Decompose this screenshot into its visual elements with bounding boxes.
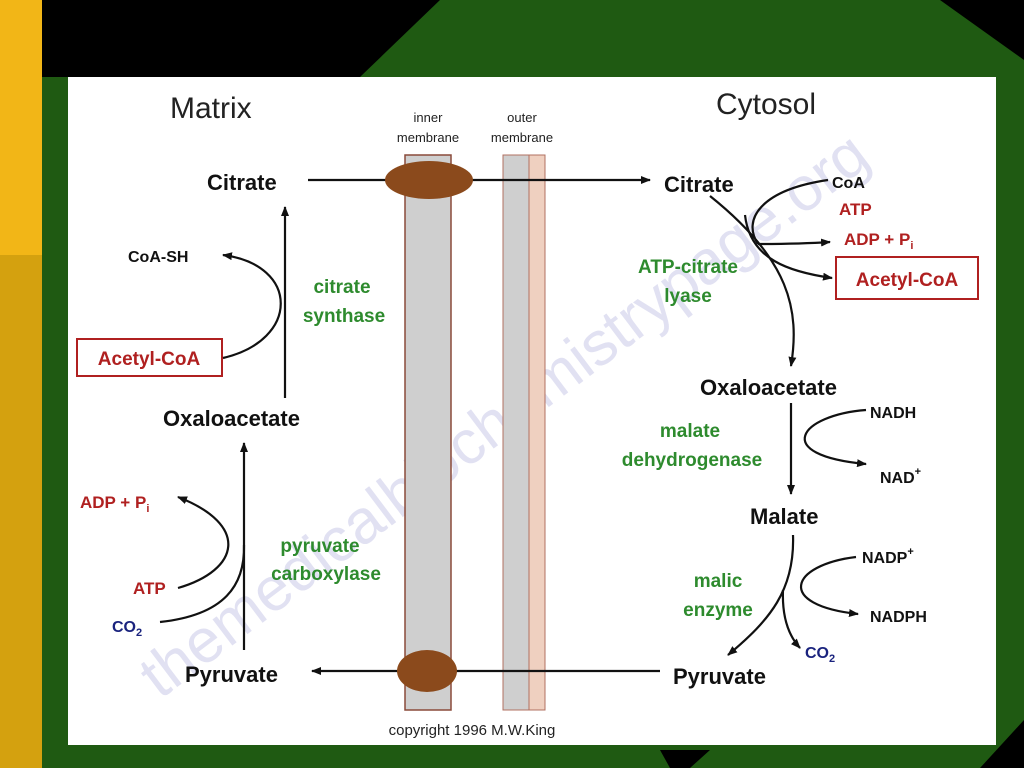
matrix-acetyl-coa-box bbox=[76, 338, 223, 377]
nadp-to-nadph-curve bbox=[800, 555, 859, 618]
outer-membrane-label-line1: outer bbox=[507, 110, 537, 125]
inner-membrane-label-line2: membrane bbox=[397, 130, 459, 145]
acetyl-coa-curve-arrow bbox=[222, 252, 282, 360]
diagram-panel: themedicalbiochemistrypage.org Matrix Cy… bbox=[68, 77, 996, 745]
cytosol-acetyl-coa: Acetyl-CoA bbox=[856, 270, 959, 291]
matrix-citrate: Citrate bbox=[207, 170, 277, 195]
cytosol-nadh: NADH bbox=[870, 405, 916, 422]
to-adp-arrow bbox=[757, 238, 831, 247]
malate-dh-line2: dehydrogenase bbox=[622, 450, 762, 471]
citrate-synthase-line1: citrate bbox=[313, 277, 370, 298]
cytosol-pyruvate: Pyruvate bbox=[673, 664, 766, 689]
cytosol-citrate: Citrate bbox=[664, 172, 734, 197]
inner-membrane-label-line1: inner bbox=[414, 110, 444, 125]
outer-membrane-left bbox=[502, 154, 530, 711]
cytosol-co2: CO2 bbox=[805, 645, 835, 665]
pyruvate-carboxylase-line1: pyruvate bbox=[280, 536, 359, 557]
citrate-shuttle-diagram: themedicalbiochemistrypage.org Matrix Cy… bbox=[76, 88, 979, 739]
pyruvate-transporter bbox=[397, 650, 457, 692]
matrix-atp: ATP bbox=[133, 579, 166, 598]
outer-membrane-label-line2: membrane bbox=[491, 130, 553, 145]
pyruvate-carboxylase-line2: carboxylase bbox=[271, 564, 381, 585]
cytosol-nad: NAD+ bbox=[880, 466, 921, 487]
malic-enzyme-line1: malic bbox=[694, 571, 743, 592]
matrix-title: Matrix bbox=[170, 92, 252, 125]
matrix-coa-sh: CoA-SH bbox=[128, 249, 188, 266]
citrate-transporter bbox=[385, 161, 473, 199]
co2-curve bbox=[159, 544, 246, 624]
cytosol-title: Cytosol bbox=[716, 88, 816, 121]
outer-membrane-right bbox=[528, 154, 546, 711]
atp-to-adp-curve bbox=[177, 495, 230, 590]
copyright-text: copyright 1996 M.W.King bbox=[389, 722, 556, 739]
atp-citrate-lyase-line2: lyase bbox=[664, 286, 712, 307]
matrix-oxaloacetate: Oxaloacetate bbox=[163, 406, 300, 431]
co2-release-arrow bbox=[781, 589, 801, 649]
cytosol-nadph: NADPH bbox=[870, 609, 927, 626]
inner-membrane bbox=[404, 154, 452, 711]
matrix-co2: CO2 bbox=[112, 619, 142, 639]
cytosol-acetyl-coa-box bbox=[835, 256, 979, 300]
cytosol-oxaloacetate: Oxaloacetate bbox=[700, 375, 837, 400]
matrix-acetyl-coa: Acetyl-CoA bbox=[98, 349, 201, 370]
cytosol-atp: ATP bbox=[839, 200, 872, 219]
citrate-synthase-line2: synthase bbox=[303, 306, 385, 327]
matrix-pyruvate: Pyruvate bbox=[185, 662, 278, 687]
cytosol-malate: Malate bbox=[750, 504, 818, 529]
malic-enzyme-main-arrow bbox=[727, 534, 795, 656]
malate-dh-line1: malate bbox=[660, 421, 720, 442]
coa-atp-curve bbox=[751, 178, 829, 245]
cytosol-nadp: NADP+ bbox=[862, 546, 914, 567]
malic-enzyme-line2: enzyme bbox=[683, 600, 753, 621]
atp-citrate-lyase-line1: ATP-citrate bbox=[638, 257, 738, 278]
nadh-to-nad-curve bbox=[803, 408, 867, 468]
citrate-lyase-main-arrow bbox=[709, 195, 797, 367]
matrix-adp-pi: ADP + Pi bbox=[80, 493, 149, 515]
cytosol-adp-pi: ADP + Pi bbox=[844, 230, 913, 252]
cytosol-coa: CoA bbox=[832, 175, 865, 192]
to-acetyl-coa-arrow bbox=[743, 214, 833, 281]
